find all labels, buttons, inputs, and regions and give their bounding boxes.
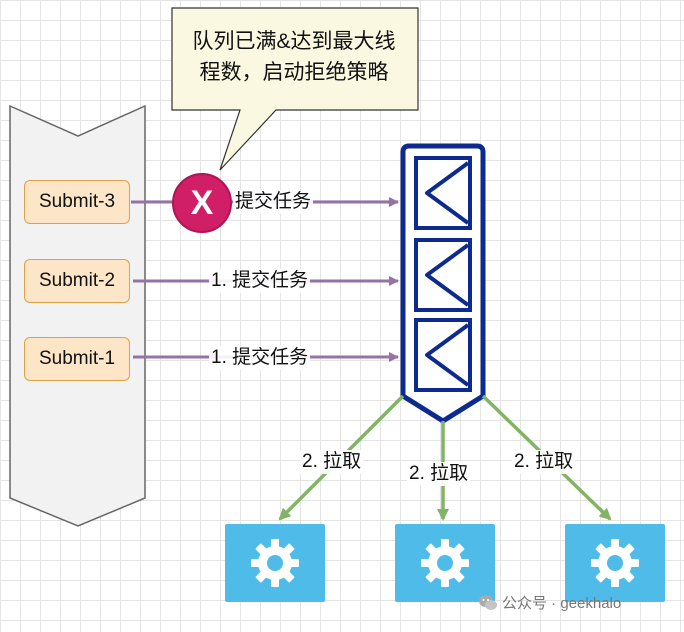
queue-slot-3 bbox=[414, 318, 472, 392]
gear-icon bbox=[421, 539, 469, 587]
worker-thread-3 bbox=[565, 524, 665, 602]
callout-text: 队列已满&达到最大线 程数，启动拒绝策略 bbox=[172, 26, 416, 88]
pull-left-label: 2. 拉取 bbox=[300, 450, 364, 474]
submit-2-box: Submit-2 bbox=[24, 259, 130, 303]
worker-thread-2 bbox=[395, 524, 495, 602]
submit2-edge-label: 1. 提交任务 bbox=[209, 269, 311, 293]
submit-1-box: Submit-1 bbox=[24, 337, 130, 381]
reject-icon: X bbox=[172, 173, 232, 233]
watermark-text: 公众号 · geekhalo bbox=[502, 595, 622, 612]
pull-right-label: 2. 拉取 bbox=[512, 450, 576, 474]
callout-bubble bbox=[171, 7, 419, 171]
gear-icon bbox=[251, 539, 299, 587]
submit3-edge-label: 提交任务 bbox=[233, 190, 314, 214]
submit1-edge-label: 1. 提交任务 bbox=[209, 346, 311, 370]
gear-icon bbox=[591, 539, 639, 587]
pull-mid-label: 2. 拉取 bbox=[407, 462, 471, 486]
client-chevron bbox=[9, 104, 146, 527]
watermark: 公众号 · geekhalo bbox=[478, 592, 621, 613]
worker-thread-1 bbox=[225, 524, 325, 602]
wechat-icon bbox=[479, 594, 497, 610]
queue-slot-2 bbox=[414, 238, 472, 312]
submit-3-box: Submit-3 bbox=[24, 180, 130, 224]
queue-slot-1 bbox=[414, 156, 472, 230]
callout-line-2: 程数，启动拒绝策略 bbox=[199, 61, 389, 84]
callout-line-1: 队列已满&达到最大线 bbox=[192, 30, 396, 53]
